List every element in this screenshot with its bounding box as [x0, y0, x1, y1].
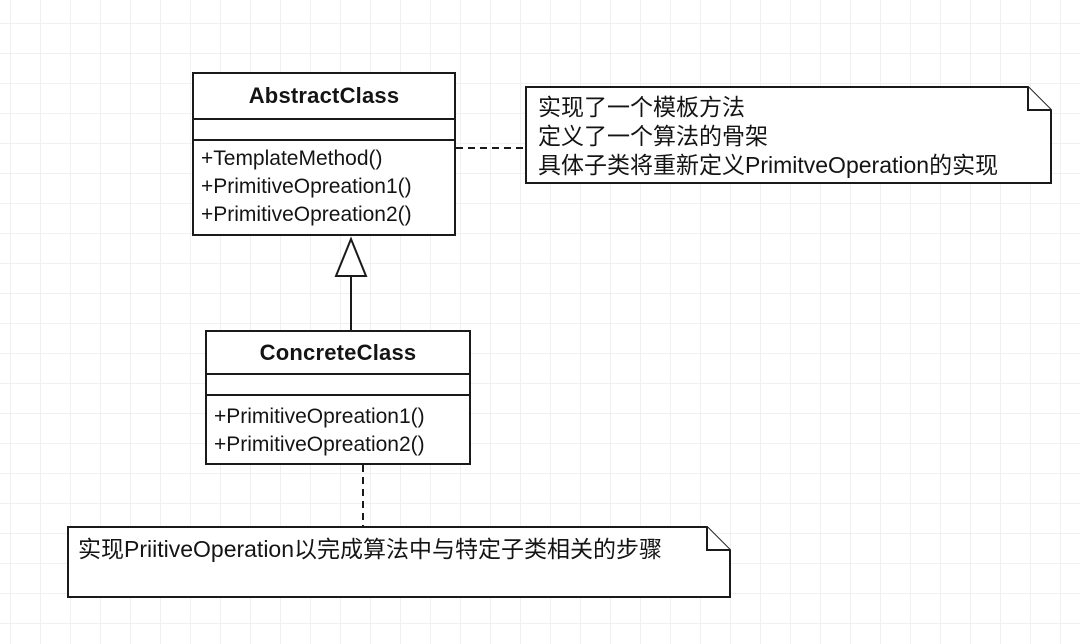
class-box-concreteclass[interactable]: ConcreteClass +PrimitiveOpreation1() +Pr… [205, 330, 471, 465]
note-line: 定义了一个算法的骨架 [538, 123, 768, 149]
note-text-block: 实现PriitiveOperation以完成算法中与特定子类相关的步骤 [67, 526, 731, 564]
class-box-abstractclass[interactable]: AbstractClass +TemplateMethod() +Primiti… [192, 72, 456, 236]
note-shape-icon [67, 526, 731, 598]
note-shape-icon [525, 86, 1052, 184]
class-title-concreteclass: ConcreteClass [259, 339, 417, 365]
class-methods-concreteclass: +PrimitiveOpreation1() +PrimitiveOpreati… [207, 394, 469, 463]
note-abstractclass[interactable]: 实现了一个模板方法 定义了一个算法的骨架 具体子类将重新定义PrimitveOp… [525, 86, 1052, 184]
inheritance-arrowhead-icon [334, 236, 368, 277]
class-attributes-concreteclass [207, 373, 469, 394]
note-line: 实现了一个模板方法 [538, 94, 745, 120]
note-line: 实现PriitiveOperation以完成算法中与特定子类相关的步骤 [78, 536, 663, 562]
method-item: +PrimitiveOpreation2() [201, 203, 412, 226]
class-title-abstractclass: AbstractClass [248, 83, 400, 108]
method-item: +PrimitiveOpreation2() [214, 433, 425, 456]
note-text-block: 实现了一个模板方法 定义了一个算法的骨架 具体子类将重新定义PrimitveOp… [525, 86, 1052, 180]
note-concreteclass[interactable]: 实现PriitiveOperation以完成算法中与特定子类相关的步骤 [67, 526, 731, 598]
class-attributes-abstractclass [194, 118, 454, 139]
class-methods-abstractclass: +TemplateMethod() +PrimitiveOpreation1()… [194, 139, 454, 234]
method-item: +TemplateMethod() [201, 147, 383, 170]
method-item: +PrimitiveOpreation1() [214, 405, 425, 428]
note-line: 具体子类将重新定义PrimitveOperation的实现 [538, 152, 999, 178]
method-item: +PrimitiveOpreation1() [201, 175, 412, 198]
